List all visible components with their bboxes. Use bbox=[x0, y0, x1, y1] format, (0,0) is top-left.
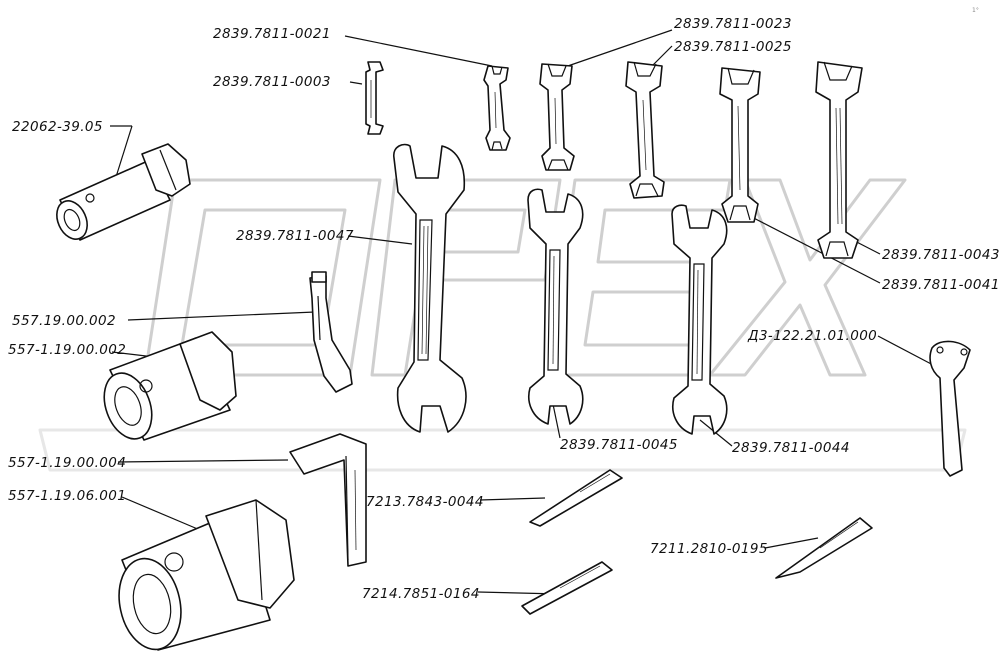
label-2839-7811-0044: 2839.7811-0044 bbox=[732, 440, 850, 456]
label-557-19-00-002: 557.19.00.002 bbox=[12, 313, 116, 329]
label-557-1-19-06-001: 557-1.19.06.001 bbox=[8, 488, 126, 504]
drift-7214-7851-0164 bbox=[521, 561, 613, 615]
label-2839-7811-0025: 2839.7811-0025 bbox=[674, 39, 792, 55]
pin-wrench-d3-122-21-01-000 bbox=[929, 340, 971, 477]
wrench-2839-7811-0045 bbox=[527, 188, 584, 425]
label-557-1-19-00-002: 557-1.19.00.002 bbox=[8, 342, 126, 358]
label-2839-7811-0045: 2839.7811-0045 bbox=[560, 437, 678, 453]
wrench-2839-7811-0025 bbox=[625, 61, 665, 199]
wrench-2839-7811-0003 bbox=[365, 61, 384, 135]
label-7211-2810-0195: 7211.2810-0195 bbox=[650, 541, 768, 557]
label-2839-7811-0021: 2839.7811-0021 bbox=[213, 26, 331, 42]
part-labels: 2839.7811-0021 2839.7811-0003 2839.7811-… bbox=[8, 16, 1000, 602]
label-22062-39-05: 22062-39.05 bbox=[12, 119, 103, 135]
punch-7213-7843-0044 bbox=[529, 469, 623, 527]
hex-key-557-19-00-002 bbox=[309, 271, 353, 393]
label-d3-122-21-01-000: Д3-122.21.01.000 bbox=[747, 328, 877, 344]
label-2839-7811-0047: 2839.7811-0047 bbox=[236, 228, 354, 244]
l-key-557-1-19-00-004 bbox=[289, 433, 367, 567]
wrench-2839-7811-0023 bbox=[539, 63, 575, 171]
socket-557-1-19-06-001 bbox=[118, 499, 295, 651]
corner-mark: 1° bbox=[972, 7, 979, 14]
wrench-2839-7811-0041 bbox=[719, 67, 761, 223]
wrench-2839-7811-0044 bbox=[671, 204, 728, 435]
wrench-2839-7811-0047 bbox=[393, 143, 467, 433]
label-2839-7811-0023: 2839.7811-0023 bbox=[674, 16, 792, 32]
label-7214-7851-0164: 7214.7851-0164 bbox=[362, 586, 480, 602]
label-2839-7811-0043: 2839.7811-0043 bbox=[882, 247, 1000, 263]
wrench-2839-7811-0021 bbox=[483, 65, 511, 151]
socket-557-1-19-00-002 bbox=[103, 331, 237, 441]
label-7213-7843-0044: 7213.7843-0044 bbox=[366, 494, 484, 510]
socket-wrench-22062-39-05 bbox=[56, 143, 191, 241]
label-2839-7811-0003: 2839.7811-0003 bbox=[213, 74, 331, 90]
wrench-2839-7811-0043 bbox=[815, 61, 863, 259]
label-557-1-19-00-004: 557-1.19.00.004 bbox=[8, 455, 126, 471]
label-2839-7811-0041: 2839.7811-0041 bbox=[882, 277, 1000, 293]
chisel-7211-2810-0195 bbox=[775, 517, 873, 579]
